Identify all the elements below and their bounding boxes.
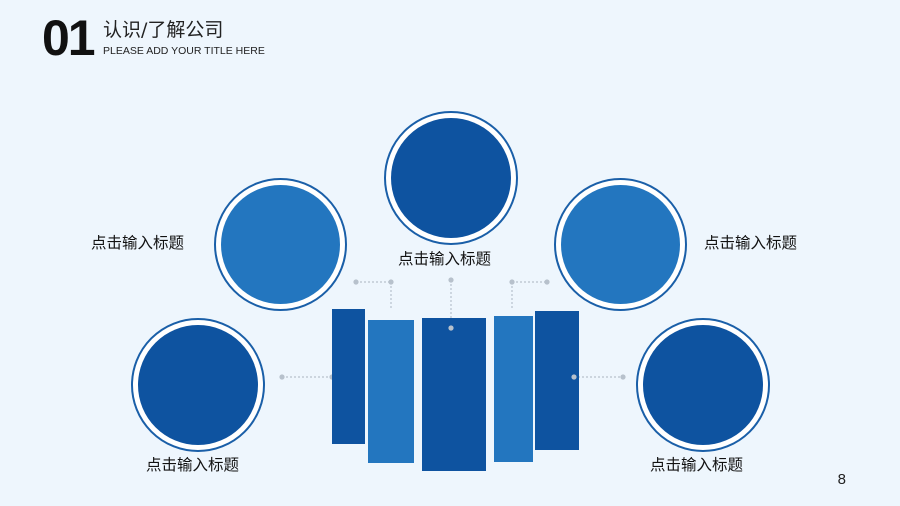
label-upper-left[interactable]: 点击输入标题 bbox=[91, 234, 185, 252]
label-lower-left[interactable]: 点击输入标题 bbox=[146, 456, 240, 474]
circle-lower-right bbox=[636, 318, 770, 452]
section-number: 01 bbox=[42, 10, 96, 66]
circle-lower-left bbox=[131, 318, 265, 452]
circle-top-center bbox=[384, 111, 518, 245]
section-subtitle: PLEASE ADD YOUR TITLE HERE bbox=[103, 45, 265, 57]
section-title: 认识/了解公司 bbox=[103, 19, 224, 41]
label-top-center[interactable]: 点击输入标题 bbox=[398, 250, 492, 268]
label-lower-right[interactable]: 点击输入标题 bbox=[650, 456, 744, 474]
bar-4 bbox=[494, 316, 533, 462]
bar-3 bbox=[422, 318, 486, 471]
bar-2 bbox=[368, 320, 414, 463]
label-upper-right[interactable]: 点击输入标题 bbox=[704, 234, 798, 252]
bar-1 bbox=[332, 309, 365, 444]
circle-upper-right bbox=[554, 178, 687, 311]
circle-upper-left bbox=[214, 178, 347, 311]
bar-5 bbox=[535, 311, 579, 450]
page-number: 8 bbox=[837, 471, 846, 488]
